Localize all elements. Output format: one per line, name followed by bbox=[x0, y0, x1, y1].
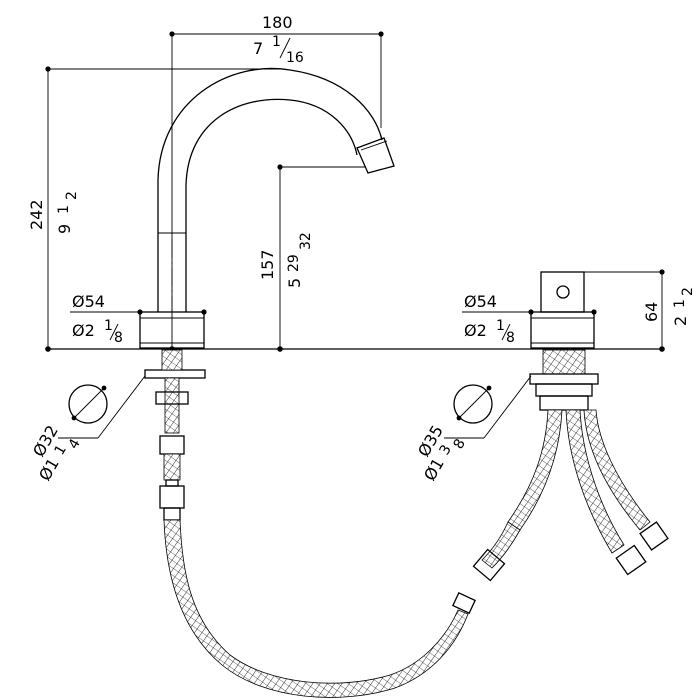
spout-supply-hose bbox=[159, 485, 476, 698]
handle-body bbox=[528, 271, 597, 349]
handle-base-dia-in-den: 8 bbox=[506, 330, 515, 346]
dimension-width: 180 7 1 16 bbox=[169, 13, 384, 349]
handle-hole-in-whole: Ø1 bbox=[420, 455, 448, 484]
spout-in-whole: 5 bbox=[285, 278, 304, 288]
spout-mm-label: 157 bbox=[258, 249, 277, 280]
spout-in-den: 32 bbox=[298, 232, 314, 250]
handle-base-dia-mm: Ø54 bbox=[464, 292, 497, 311]
dimension-spout-height: 157 5 29 32 bbox=[258, 164, 366, 349]
handle-height-in-num: 1 bbox=[672, 299, 688, 308]
handle-base-dia-in-num: 1 bbox=[496, 318, 505, 334]
width-in-den: 16 bbox=[286, 50, 304, 66]
spout-hole-mm: Ø32 bbox=[29, 422, 62, 460]
dimension-spout-base-diameter: Ø54 Ø2 1 8 bbox=[70, 292, 140, 346]
width-mm-label: 180 bbox=[262, 13, 293, 32]
spout-mounting-shank bbox=[144, 349, 206, 487]
handle-mounting-shank bbox=[529, 349, 599, 411]
height-in-num: 1 bbox=[56, 205, 72, 214]
handle-height-mm: 64 bbox=[642, 302, 661, 322]
dimension-height: 242 9 1 2 bbox=[27, 66, 285, 349]
handle-height-in-den: 2 bbox=[680, 287, 696, 296]
spout-base-dia-in-num: 1 bbox=[104, 318, 113, 334]
spout-base-dia-in-den: 8 bbox=[114, 330, 123, 346]
dimension-spout-hole: Ø32 Ø1 1 4 bbox=[29, 375, 146, 484]
height-mm-label: 242 bbox=[27, 199, 46, 230]
handle-base-dia-in-whole: Ø2 bbox=[464, 321, 487, 340]
handle-supply-hoses bbox=[472, 409, 669, 582]
height-in-den: 2 bbox=[64, 191, 80, 200]
dimension-handle-hole: Ø35 Ø1 3 8 bbox=[414, 375, 532, 484]
dimension-handle-height: 64 2 1 2 bbox=[584, 269, 696, 349]
spout-in-num: 29 bbox=[286, 254, 302, 272]
handle-height-in-whole: 2 bbox=[671, 316, 690, 326]
width-in-num: 1 bbox=[272, 34, 281, 50]
dimension-handle-base-diameter: Ø54 Ø2 1 8 bbox=[462, 292, 531, 346]
width-in-whole: 7 bbox=[253, 39, 263, 58]
spout-base-dia-in-whole: Ø2 bbox=[72, 321, 95, 340]
spout-body bbox=[137, 67, 395, 349]
spout-hole-in-whole: Ø1 bbox=[35, 455, 63, 484]
spout-base-dia-mm: Ø54 bbox=[72, 292, 105, 311]
handle-hole-mm: Ø35 bbox=[414, 422, 447, 460]
height-in-whole: 9 bbox=[55, 224, 74, 234]
